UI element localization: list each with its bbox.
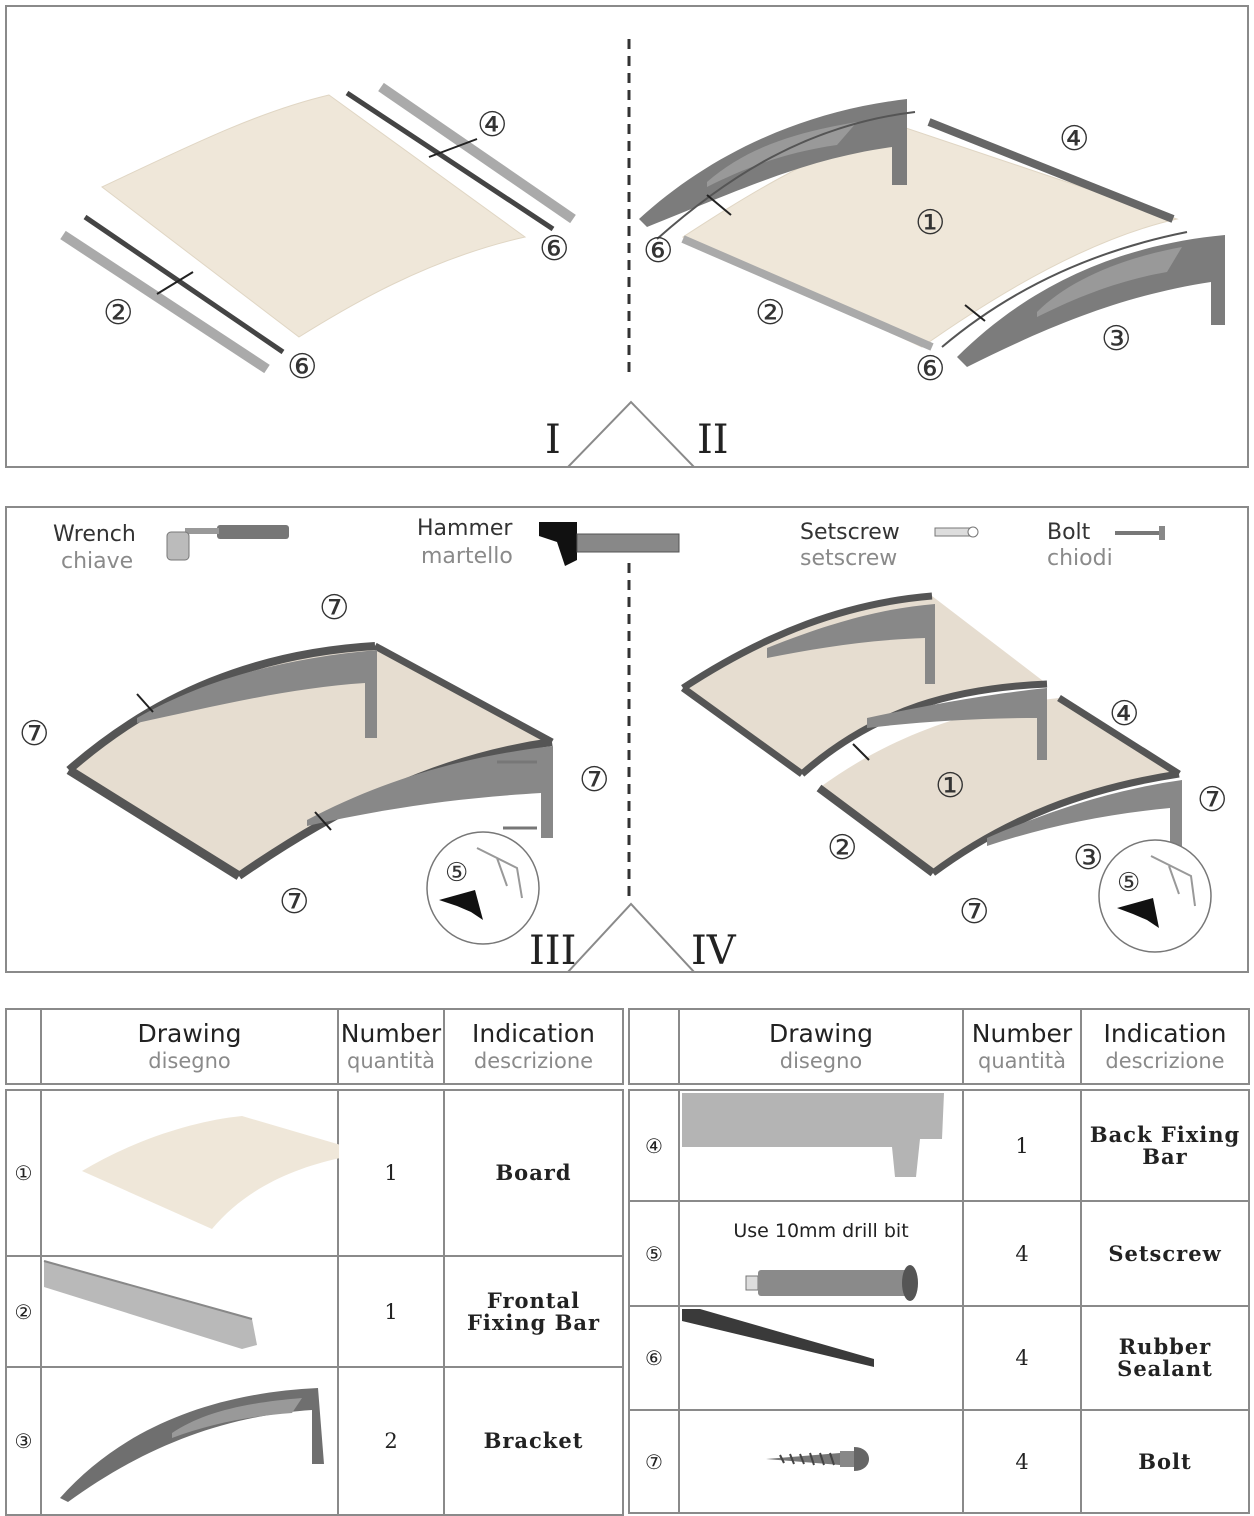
callout-bolt: ⑦ [579,760,610,800]
setscrew-icon [745,1264,918,1301]
part-drawing [678,1409,964,1514]
callout-back-bar: ④ [477,105,508,145]
hammer-icon [539,522,680,566]
callout-rubber-sealant: ⑥ [643,231,674,271]
part-drawing [40,1255,339,1368]
callout-rubber-sealant: ⑥ [915,349,946,389]
callout-rubber-sealant: ⑥ [287,347,318,387]
board-sheet-icon [82,1116,368,1229]
part-indication: Frontal Fixing Bar [443,1255,624,1368]
setscrew-icon [934,526,979,538]
rubber-strip-icon [682,1309,874,1367]
table-row: ⑦ 4 Bolt [628,1409,1250,1514]
drill-bit-note: Use 10mm drill bit [733,1219,909,1242]
callout-frontal-bar: ② [755,293,786,333]
tool-sublabel-hammer: martello [421,544,513,569]
callout-bolt: ⑦ [959,892,990,932]
bolt-icon [1115,526,1165,540]
bracket-icon [60,1388,324,1502]
part-drawing [40,1089,368,1257]
back-bar-icon [682,1093,944,1177]
part-id: ⑥ [628,1305,680,1411]
part-qty: 1 [337,1089,445,1257]
table-row: ④ 1 Back Fixing Bar [628,1089,1250,1202]
part-id: ⑤ [628,1200,680,1307]
part-id: ⑦ [628,1409,680,1514]
part-drawing: Use 10mm drill bit [678,1200,964,1307]
part-qty: 2 [337,1366,445,1516]
callout-back-bar: ④ [1109,694,1140,734]
part-drawing [678,1305,964,1411]
part-qty: 1 [337,1255,445,1368]
bolt-icon [766,1447,869,1471]
part-id: ③ [5,1366,42,1516]
callout-frontal-bar: ② [103,293,134,333]
callout-bracket: ③ [1073,838,1104,878]
callout-bolt: ⑦ [1197,780,1228,820]
callout-setscrew: ⑤ [445,858,469,888]
steps-panel-top: ④ ⑥ ② ⑥ ④ ① ⑥ ② ⑥ ③ I II [5,5,1249,468]
tool-label-hammer: Hammer [417,516,513,541]
step-label-i: I [545,417,561,463]
part-qty: 1 [962,1089,1082,1202]
tool-sublabel-bolt: chiodi [1047,546,1113,571]
frontal-bar-icon [43,1260,257,1349]
callout-setscrew: ⑤ [1117,868,1141,898]
callout-bolt: ⑦ [19,714,50,754]
part-indication: Bolt [1080,1409,1250,1514]
callout-back-bar: ④ [1059,119,1090,159]
table-row: ⑥ 4 Rubber Sealant [628,1305,1250,1411]
table-row: ⑤ Use 10mm drill bit 4 Setscrew [628,1200,1250,1307]
step-label-iii: III [529,928,577,974]
callout-rubber-sealant: ⑥ [539,229,570,269]
part-qty: 4 [962,1409,1082,1514]
tool-label-wrench: Wrench [53,522,136,547]
callout-frontal-bar: ② [827,828,858,868]
callout-board: ① [915,203,946,243]
part-indication: Back Fixing Bar [1080,1089,1250,1202]
step-label-iv: IV [691,928,736,974]
part-indication: Setscrew [1080,1200,1250,1307]
part-id: ② [5,1255,42,1368]
part-id: ④ [628,1089,680,1202]
part-qty: 4 [962,1200,1082,1307]
part-indication: Board [443,1089,624,1257]
part-id: ① [5,1089,42,1257]
steps-1-2-illustration [60,39,1225,466]
callout-bracket: ③ [1101,319,1132,359]
table-row: ① 1 Board [5,1089,624,1257]
callout-bolt: ⑦ [279,882,310,922]
part-indication: Bracket [443,1366,624,1516]
wrench-icon [166,525,289,561]
table-row: ③ 2 Bracket [5,1366,624,1516]
tool-sublabel-wrench: chiave [61,549,134,574]
part-indication: Rubber Sealant [1080,1305,1250,1411]
steps-3-4-illustration [66,522,1212,971]
part-qty: 4 [962,1305,1082,1411]
callout-bolt: ⑦ [319,588,350,628]
part-drawing [678,1089,964,1202]
part-drawing [40,1366,339,1516]
tool-label-bolt: Bolt [1047,520,1091,545]
tool-label-setscrew: Setscrew [800,520,900,545]
callout-board: ① [935,766,966,806]
tool-sublabel-setscrew: setscrew [800,546,898,571]
steps-panel-middle: Wrench chiave Hammer martello Setscrew s… [5,506,1249,974]
table-row: ② 1 Frontal Fixing Bar [5,1255,624,1368]
step-label-ii: II [697,417,729,463]
